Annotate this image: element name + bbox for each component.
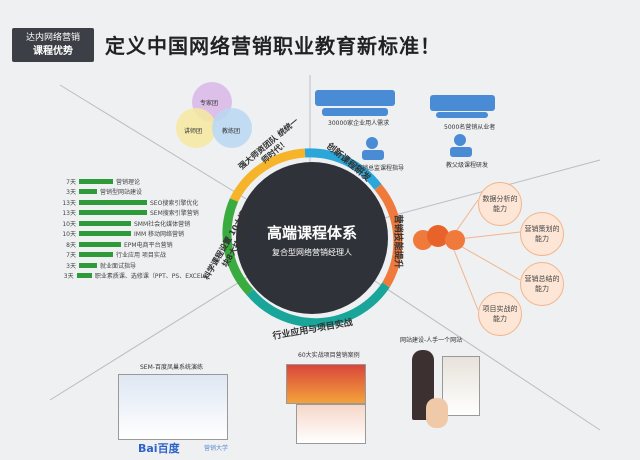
module-bar bbox=[79, 210, 147, 216]
ability-data-analysis: 数据分析的能力 bbox=[478, 182, 522, 226]
center-label: 高端课程体系 复合型网络营销经理人 bbox=[252, 222, 372, 258]
lecturer-label: 讲师团 bbox=[184, 128, 203, 135]
people-group-icon bbox=[430, 95, 495, 118]
project-screenshot-2 bbox=[296, 404, 366, 444]
module-row: 3天 营销型网站建设 bbox=[60, 187, 210, 198]
module-label: 就业面试指导 bbox=[100, 262, 137, 270]
module-label: IMM 移动网络营销 bbox=[134, 231, 185, 239]
ring-segment-research bbox=[304, 148, 382, 190]
ring-segment-teachers bbox=[229, 148, 306, 203]
module-row: 10天 IMM 移动网络营销 bbox=[60, 229, 210, 240]
website-screenshot bbox=[442, 356, 480, 416]
ability-marketing-summary: 营销总结的能力 bbox=[520, 262, 564, 306]
research-label-practitioners: 5000名营销从业者 bbox=[444, 124, 496, 131]
baidu-subtitle: 营销大学 bbox=[204, 445, 229, 452]
website-caption: 网站建设-人手一个网站 bbox=[400, 337, 463, 344]
ring-segment-practice bbox=[246, 282, 390, 328]
coach-label: 教练团 bbox=[222, 128, 241, 135]
module-row: 13天 SEM搜索引擎营销 bbox=[60, 208, 210, 219]
ring-label-skills: 营销技能提升 bbox=[392, 214, 403, 269]
module-bar bbox=[79, 262, 97, 268]
module-row: 3天 职业素质课、选修课（PPT、PS、EXCEL） bbox=[60, 271, 210, 282]
module-label: SMM社会化媒体营销 bbox=[134, 220, 191, 228]
module-bar bbox=[76, 273, 92, 279]
module-days: 3天 bbox=[66, 262, 76, 270]
module-label: EPM电商平台营销 bbox=[124, 241, 173, 249]
module-days: 3天 bbox=[66, 189, 76, 197]
students-icon bbox=[413, 225, 465, 250]
module-label: 营销型网站建设 bbox=[100, 189, 143, 197]
course-advantage-badge: 达内网络营销 课程优势 bbox=[12, 28, 94, 62]
lecturer-circle bbox=[176, 108, 216, 148]
module-row: 8天 EPM电商平台营销 bbox=[60, 239, 210, 250]
ability-marketing-planning: 营销策划的能力 bbox=[520, 212, 564, 256]
module-label: 行业应用 项目实战 bbox=[116, 252, 166, 260]
ring-segment-skills bbox=[374, 184, 403, 288]
coach-circle bbox=[212, 108, 252, 148]
module-bar bbox=[79, 241, 121, 247]
module-bar bbox=[79, 252, 113, 258]
project-caption: 60大实战项目营销案例 bbox=[298, 352, 360, 359]
module-days: 3天 bbox=[63, 273, 74, 281]
module-days: 7天 bbox=[66, 178, 76, 186]
student-figure bbox=[426, 398, 448, 428]
center-title: 高端课程体系 bbox=[266, 224, 357, 242]
page-title: 定义中国网络营销职业教育新标准！ bbox=[105, 34, 441, 58]
module-days: 13天 bbox=[62, 210, 76, 218]
module-row: 3天 就业面试指导 bbox=[60, 260, 210, 271]
expert-label: 专家团 bbox=[200, 100, 219, 107]
module-days: 13天 bbox=[62, 199, 76, 207]
sem-screenshot bbox=[118, 374, 228, 440]
module-bar bbox=[79, 189, 97, 195]
center-circle bbox=[236, 162, 388, 314]
module-bar bbox=[79, 231, 131, 237]
sem-caption: SEM-百度凤巢系统演练 bbox=[140, 364, 203, 371]
research-label-demand: 30000家企业用人需求 bbox=[328, 120, 390, 127]
ability-project-practice: 项目实战的能力 bbox=[478, 292, 522, 336]
module-bar bbox=[79, 199, 147, 205]
module-row: 13天 SEO搜索引擎优化 bbox=[60, 197, 210, 208]
ring-segment-curriculum bbox=[222, 198, 254, 296]
module-days: 10天 bbox=[62, 231, 76, 239]
badge-line1: 达内网络营销 bbox=[25, 33, 80, 43]
baidu-logo: Bai百度 bbox=[138, 442, 180, 455]
team-icon bbox=[450, 134, 472, 157]
team-icon bbox=[362, 137, 384, 160]
module-row: 7天 营销理论 bbox=[60, 176, 210, 187]
badge-line2: 课程优势 bbox=[33, 46, 73, 57]
module-bar bbox=[79, 220, 131, 226]
module-label: SEM搜索引擎营销 bbox=[150, 210, 199, 218]
module-label: SEO搜索引擎优化 bbox=[150, 199, 199, 207]
module-row: 10天 SMM社会化媒体营销 bbox=[60, 218, 210, 229]
module-bar bbox=[79, 178, 113, 184]
ability-connector bbox=[449, 239, 479, 311]
research-label-mentor: 教父级课程研发 bbox=[446, 162, 489, 169]
research-label-director: 营销总监课程指导 bbox=[356, 165, 405, 172]
module-row: 7天 行业应用 项目实战 bbox=[60, 250, 210, 261]
center-subtitle: 复合型网络营销经理人 bbox=[272, 248, 352, 257]
module-label: 职业素质课、选修课（PPT、PS、EXCEL） bbox=[94, 273, 210, 281]
module-days: 8天 bbox=[66, 241, 76, 249]
people-group-icon bbox=[315, 90, 395, 116]
module-label: 营销理论 bbox=[116, 178, 141, 186]
module-days: 10天 bbox=[62, 220, 76, 228]
module-days: 7天 bbox=[66, 252, 76, 260]
project-screenshot-1 bbox=[286, 364, 366, 404]
